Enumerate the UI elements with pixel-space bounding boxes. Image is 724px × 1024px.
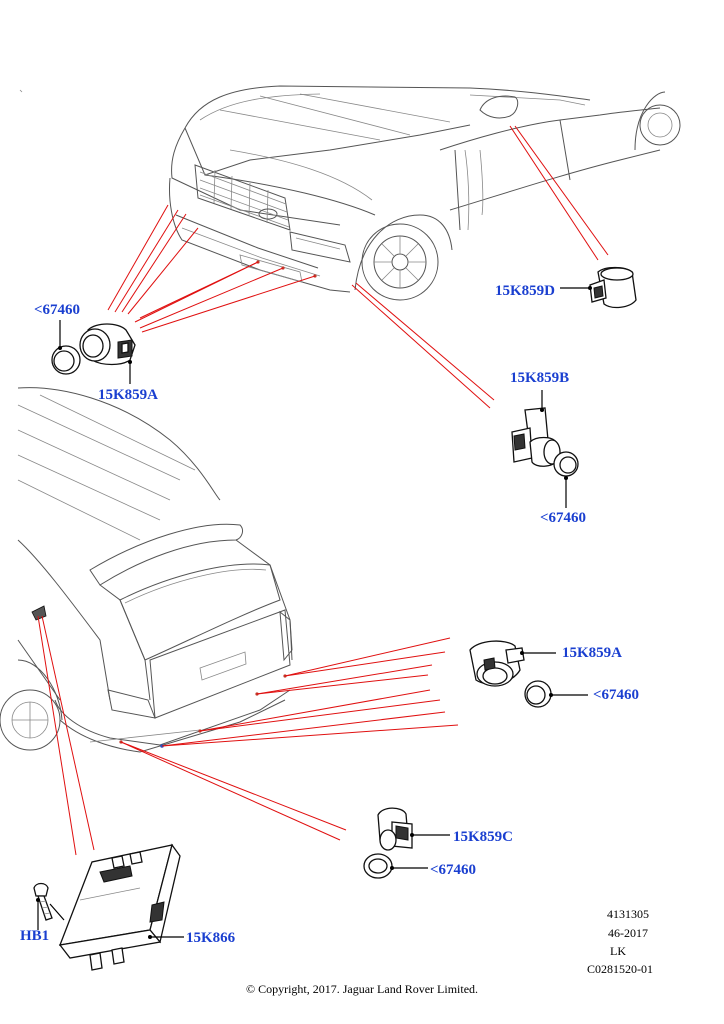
rear-clip-c-part	[363, 853, 393, 879]
front-clip-b-part	[553, 451, 579, 477]
callout-front-clip-a[interactable]: <67460	[34, 302, 81, 318]
bolt-part	[33, 882, 53, 921]
module-location-mark	[31, 605, 47, 621]
illustration-initials: LK	[610, 944, 626, 958]
front-sensor-b-part	[511, 407, 561, 467]
copyright-notice: © Copyright, 2017. Jaguar Land Rover Lim…	[245, 982, 479, 996]
rear-vehicle-illustration	[0, 387, 293, 753]
rear-clip-a-part	[524, 680, 552, 708]
parking-aid-module-part	[58, 843, 181, 971]
illustration-number: 4131305	[607, 907, 649, 921]
callout-bolt[interactable]: HB1	[20, 928, 50, 944]
callout-front-sensor-d[interactable]: 15K859D	[495, 283, 555, 299]
front-sensor-a-part	[79, 323, 136, 366]
front-clip-a-part	[51, 345, 81, 375]
callout-front-sensor-b[interactable]: 15K859B	[510, 370, 570, 386]
callout-front-clip-b[interactable]: <67460	[540, 510, 587, 526]
callout-front-sensor-a[interactable]: 15K859A	[98, 387, 158, 403]
leader-lines	[37, 125, 609, 856]
illustration-code: C0281520-01	[587, 962, 653, 976]
front-sensor-d-lead	[560, 286, 592, 290]
module-lead	[148, 935, 184, 939]
callout-module[interactable]: 15K866	[186, 930, 236, 946]
illustration-date: 46-2017	[608, 926, 648, 940]
bolt-lead	[36, 898, 65, 930]
rear-sensor-a-part	[469, 640, 525, 687]
rear-sensor-a-leads	[520, 651, 588, 697]
callout-rear-clip-a[interactable]: <67460	[593, 687, 640, 703]
front-sensor-b-leads	[540, 390, 568, 508]
front-sensor-a-leads	[58, 320, 132, 384]
front-sensor-d-part	[589, 266, 637, 309]
rear-sensor-c-part	[377, 807, 413, 851]
rear-sensor-c-leads	[390, 833, 450, 870]
callout-rear-sensor-c[interactable]: 15K859C	[453, 829, 513, 845]
callout-rear-clip-c[interactable]: <67460	[430, 862, 477, 878]
front-vehicle-illustration	[19, 85, 681, 301]
callout-rear-sensor-a[interactable]: 15K859A	[562, 645, 622, 661]
